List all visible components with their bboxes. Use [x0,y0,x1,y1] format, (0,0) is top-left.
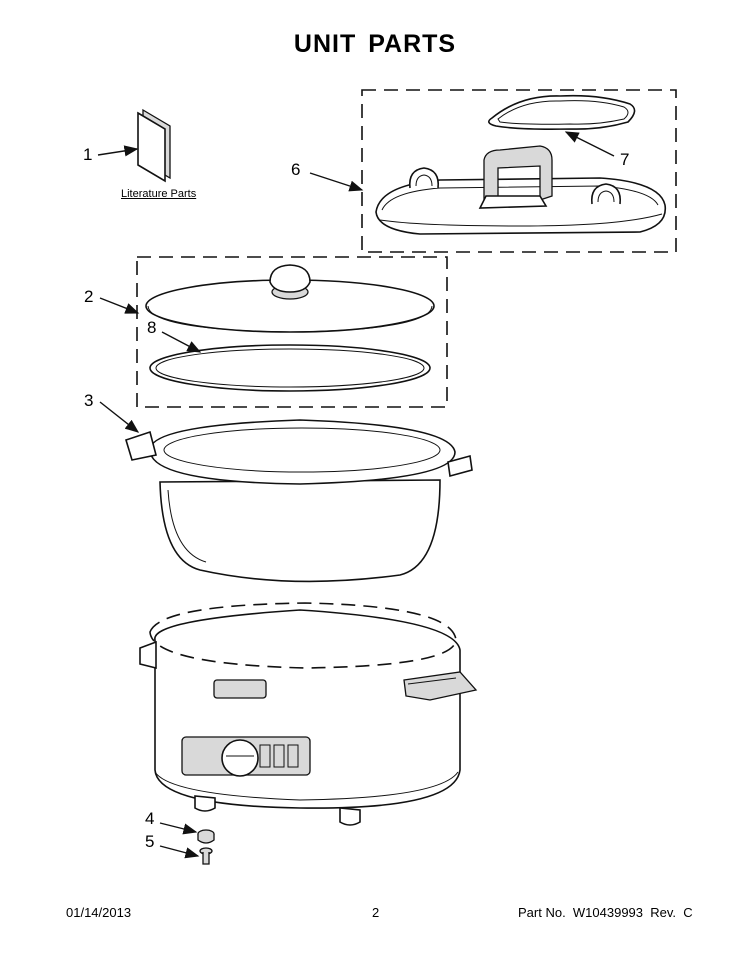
leader-8 [161,331,202,353]
screw [199,847,213,865]
leader-6 [309,172,364,192]
stoneware-crock [125,419,473,583]
leader-2 [99,297,140,314]
rubber-foot [197,829,215,844]
glass-lid-gasket [149,344,431,392]
locking-lid [375,145,667,235]
group-box-lid-assembly [361,89,677,253]
literature-booklet [137,108,171,183]
callout-2: 2 [84,287,94,306]
footer-page-number: 2 [372,905,380,920]
group-box-glass-lid [136,256,448,408]
callout-1: 1 [83,145,93,164]
callout-7: 7 [620,150,630,169]
callout-4: 4 [145,809,155,828]
leader-5 [159,845,200,859]
literature-parts-label: Literature Parts [121,188,197,200]
callout-6: 6 [291,160,301,179]
leader-3 [99,401,140,433]
callout-5: 5 [145,832,155,851]
callout-8: 8 [147,318,157,337]
leader-1 [97,145,139,157]
callout-3: 3 [84,391,94,410]
glass-lid [145,264,435,333]
footer-date: 01/14/2013 [66,905,132,920]
lid-gasket [488,94,636,130]
page-title: UNIT PARTS [293,30,457,58]
heating-base [139,602,478,826]
leader-4 [159,822,198,835]
leader-7 [564,131,615,157]
footer-part-number: Part No. W10439993 Rev. C [518,905,693,920]
